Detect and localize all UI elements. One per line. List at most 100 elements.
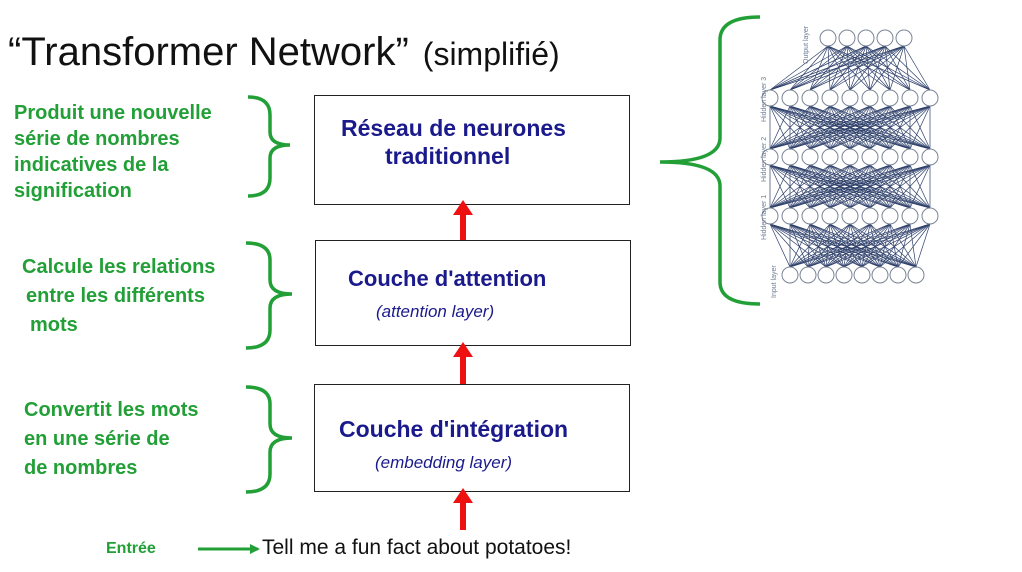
brace-attention bbox=[245, 241, 293, 350]
network-node bbox=[817, 266, 835, 284]
network-connection bbox=[869, 223, 899, 268]
network-connection bbox=[884, 45, 891, 91]
network-connection bbox=[825, 223, 871, 268]
red-arrow-2 bbox=[453, 342, 473, 384]
network-layer-label: Hidden layer 3 bbox=[761, 77, 768, 122]
network-connection bbox=[807, 223, 931, 268]
network-connection bbox=[861, 223, 911, 268]
network-connection bbox=[889, 223, 899, 268]
network-node bbox=[901, 207, 919, 225]
network-node bbox=[781, 266, 799, 284]
network-connection bbox=[843, 223, 851, 268]
network-connection bbox=[789, 45, 848, 91]
network-connection bbox=[846, 45, 851, 91]
desc-line: signification bbox=[14, 180, 132, 202]
network-connection bbox=[769, 164, 891, 209]
network-node bbox=[835, 266, 853, 284]
network-connection bbox=[843, 223, 891, 268]
embedding-layer-english: (embedding layer) bbox=[375, 453, 513, 472]
network-connection bbox=[849, 45, 905, 91]
desc-line: de nombres bbox=[24, 457, 138, 479]
network-node bbox=[761, 207, 779, 225]
network-node bbox=[801, 207, 819, 225]
network-node bbox=[861, 148, 879, 166]
network-node bbox=[761, 148, 779, 166]
network-node bbox=[841, 89, 859, 107]
network-connection bbox=[769, 105, 831, 150]
network-connection bbox=[769, 223, 809, 268]
network-connection bbox=[809, 45, 848, 91]
network-connection bbox=[769, 164, 811, 209]
network-node bbox=[857, 29, 875, 47]
network-connection bbox=[809, 45, 829, 91]
red-arrow-1 bbox=[453, 200, 473, 240]
network-connection bbox=[807, 223, 811, 268]
network-connection bbox=[789, 223, 863, 268]
network-node bbox=[761, 89, 779, 107]
network-node bbox=[838, 29, 856, 47]
network-connection bbox=[809, 223, 917, 268]
network-connection bbox=[829, 164, 931, 209]
network-connection bbox=[769, 164, 911, 209]
network-connection bbox=[829, 223, 899, 268]
network-connection bbox=[861, 223, 931, 268]
network-connection bbox=[789, 223, 891, 268]
network-connection bbox=[843, 223, 871, 268]
attention-layer-label: Couche d'attention bbox=[348, 266, 547, 291]
network-connection bbox=[879, 223, 931, 268]
network-connection bbox=[769, 223, 827, 268]
network-connection bbox=[769, 105, 811, 150]
network-connection bbox=[809, 223, 827, 268]
network-connection bbox=[884, 45, 931, 91]
network-connection bbox=[849, 105, 931, 150]
network-connection bbox=[846, 45, 931, 91]
network-node bbox=[841, 148, 859, 166]
network-connection bbox=[789, 45, 829, 91]
desc-line: en une série de bbox=[24, 428, 170, 450]
network-node bbox=[821, 89, 839, 107]
network-node bbox=[876, 29, 894, 47]
network-connection bbox=[789, 223, 811, 268]
network-connection bbox=[769, 105, 871, 150]
network-node bbox=[901, 89, 919, 107]
network-connection bbox=[827, 45, 911, 91]
desc-line: Produit une nouvelle bbox=[14, 102, 212, 124]
network-connection bbox=[769, 164, 831, 209]
red-arrow-3 bbox=[453, 488, 473, 530]
network-connection bbox=[769, 164, 791, 209]
network-connection bbox=[829, 223, 845, 268]
network-connection bbox=[869, 105, 931, 150]
embedding-layer-label: Couche d'intégration bbox=[339, 416, 569, 442]
network-node bbox=[895, 29, 913, 47]
network-connection bbox=[807, 223, 851, 268]
network-connection bbox=[849, 45, 867, 91]
network-connection bbox=[909, 105, 931, 150]
network-connection bbox=[769, 105, 891, 150]
desc-line: entre les différents bbox=[26, 285, 205, 307]
network-connection bbox=[769, 223, 791, 268]
network-node bbox=[821, 207, 839, 225]
network-node bbox=[861, 207, 879, 225]
network-connection bbox=[789, 223, 911, 268]
brace-network-diagram bbox=[659, 15, 761, 306]
network-connection bbox=[889, 45, 905, 91]
network-connection bbox=[827, 45, 871, 91]
network-connection bbox=[829, 105, 931, 150]
network-connection bbox=[769, 164, 871, 209]
neural-network-label-line1: Réseau de neurones bbox=[341, 115, 566, 141]
network-node bbox=[821, 148, 839, 166]
network-connection bbox=[849, 223, 899, 268]
network-connection bbox=[903, 45, 931, 91]
network-connection bbox=[829, 223, 863, 268]
network-node bbox=[781, 89, 799, 107]
network-connection bbox=[889, 105, 931, 150]
network-connection bbox=[789, 45, 867, 91]
network-node bbox=[781, 148, 799, 166]
network-node bbox=[799, 266, 817, 284]
network-connection bbox=[843, 223, 911, 268]
network-connection bbox=[861, 223, 891, 268]
network-connection bbox=[829, 45, 867, 91]
network-connection bbox=[879, 223, 911, 268]
network-connection bbox=[889, 164, 931, 209]
network-layer-label: Hidden layer 2 bbox=[761, 137, 768, 182]
